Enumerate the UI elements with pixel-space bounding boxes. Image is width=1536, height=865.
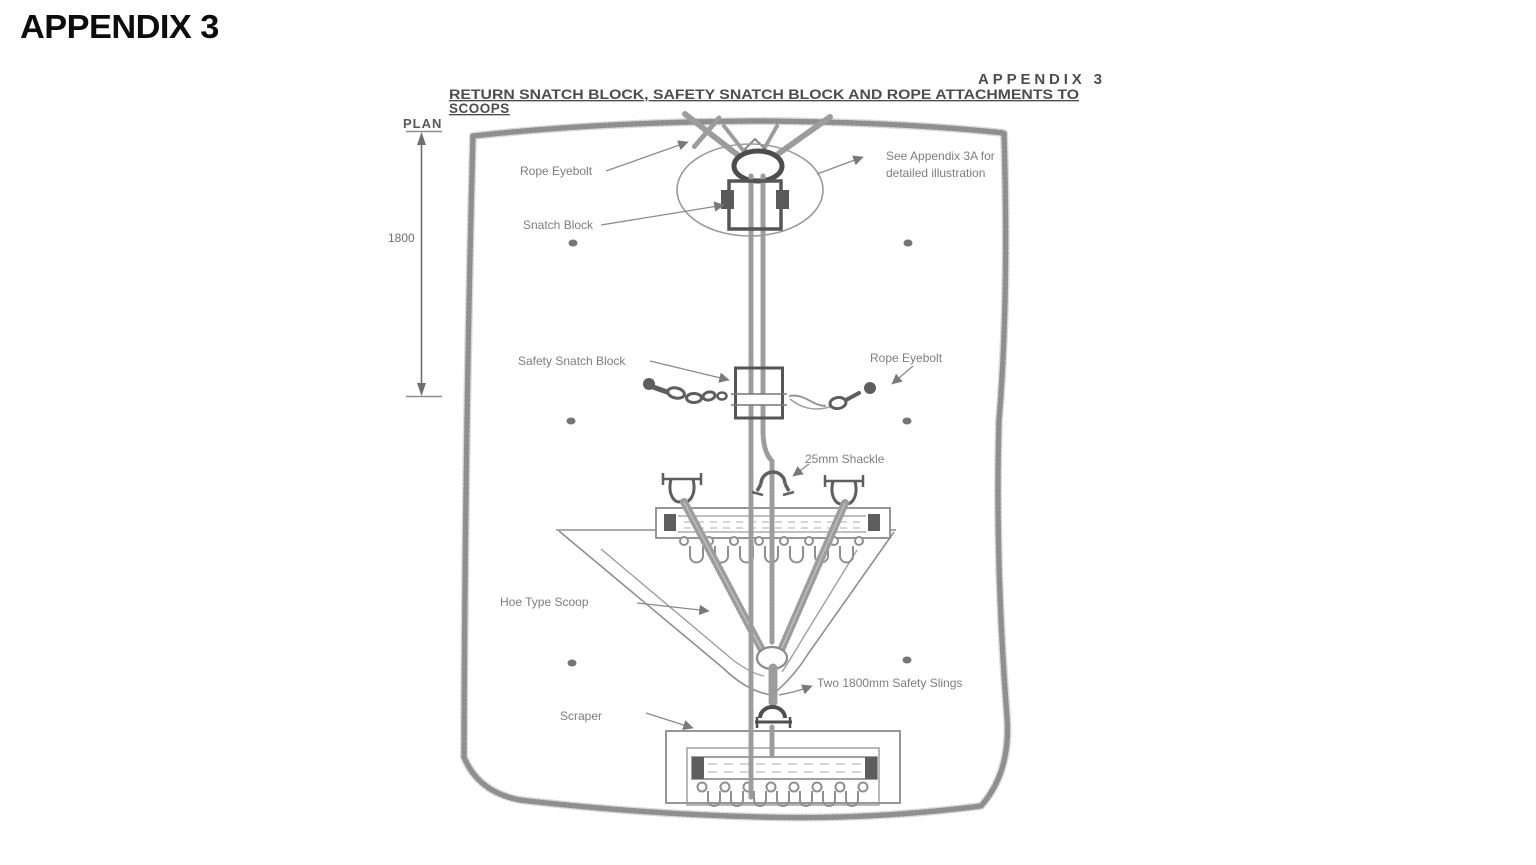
scoop-bottom-shackle xyxy=(755,705,792,728)
dimension-arrow-down xyxy=(417,383,426,396)
label-safety-snatch-block: Safety Snatch Block xyxy=(518,354,626,368)
dimension-indicator xyxy=(406,130,442,398)
leader-snatch-block xyxy=(600,201,725,226)
snatch-block-body xyxy=(727,179,783,231)
plate-end-tab xyxy=(868,514,880,531)
figure-corner-label: APPENDIX 3 xyxy=(978,71,1104,88)
shackle-25mm-drawing xyxy=(751,470,795,497)
roof-bolt-dot xyxy=(903,239,913,247)
dimension-value: 1800 xyxy=(388,231,415,245)
label-hoe-type-scoop: Hoe Type Scoop xyxy=(500,595,589,609)
label-see-appendix-2: detailed illustration xyxy=(886,166,985,180)
label-rope-eyebolt-top: Rope Eyebolt xyxy=(520,164,593,178)
scraper-end-tab xyxy=(692,757,704,779)
roof-bolt-dots xyxy=(566,239,913,667)
label-snatch-block: Snatch Block xyxy=(523,218,594,232)
return-snatch-block-assembly xyxy=(676,111,833,237)
roof-bolt-dot xyxy=(567,659,577,667)
roof-bolt-dot xyxy=(566,417,576,425)
roof-bolt-dot xyxy=(902,417,912,425)
roof-bolt-dot xyxy=(902,656,912,664)
label-scraper: Scraper xyxy=(560,709,602,723)
leader-safety-snatch-block xyxy=(649,360,730,383)
safety-snatch-block-assembly xyxy=(643,366,876,420)
main-rope xyxy=(748,167,775,801)
leader-lines xyxy=(600,140,914,730)
rope-top-left xyxy=(682,111,742,159)
block-slot xyxy=(731,394,787,405)
snatch-block-eye-ring xyxy=(731,148,785,184)
leader-scraper xyxy=(645,712,694,730)
plate-end-tab xyxy=(664,514,676,531)
plan-label: PLAN xyxy=(403,116,442,131)
snatch-block-cheek xyxy=(776,190,789,209)
leader-safety-slings xyxy=(778,684,813,696)
scraper-drawing xyxy=(665,730,901,807)
page-title: APPENDIX 3 xyxy=(20,8,219,45)
leader-shackle-25mm xyxy=(792,463,810,477)
excavation-outline xyxy=(460,117,1012,822)
label-two-safety-slings: Two 1800mm Safety Slings xyxy=(817,676,962,690)
detail-callout-ellipse xyxy=(676,143,824,237)
leader-rope-eyebolt-right xyxy=(891,365,914,385)
rope-top-right xyxy=(768,114,833,162)
label-see-appendix-1: See Appendix 3A for xyxy=(886,149,995,163)
anchor-sling-left xyxy=(643,378,728,404)
label-rope-eyebolt-right: Rope Eyebolt xyxy=(870,351,943,365)
snatch-block-cheek xyxy=(721,190,734,209)
safety-snatch-block-body xyxy=(734,366,784,420)
scoop-shackle-left xyxy=(661,473,703,504)
leader-rope-eyebolt-top xyxy=(605,140,689,172)
scraper-end-tab xyxy=(865,757,877,779)
anchor-sling-right xyxy=(788,382,876,411)
label-shackle-25mm: 25mm Shackle xyxy=(805,452,885,466)
scraper-teeth xyxy=(696,781,869,807)
dimension-arrow-up xyxy=(417,132,426,145)
figure-title-line2: SCOOPS xyxy=(449,101,510,116)
leader-hoe-type-scoop xyxy=(636,602,710,616)
roof-bolt-dot xyxy=(568,239,578,247)
figure-title-line1: RETURN SNATCH BLOCK, SAFETY SNATCH BLOCK… xyxy=(449,87,1079,102)
leader-see-appendix xyxy=(816,155,864,175)
